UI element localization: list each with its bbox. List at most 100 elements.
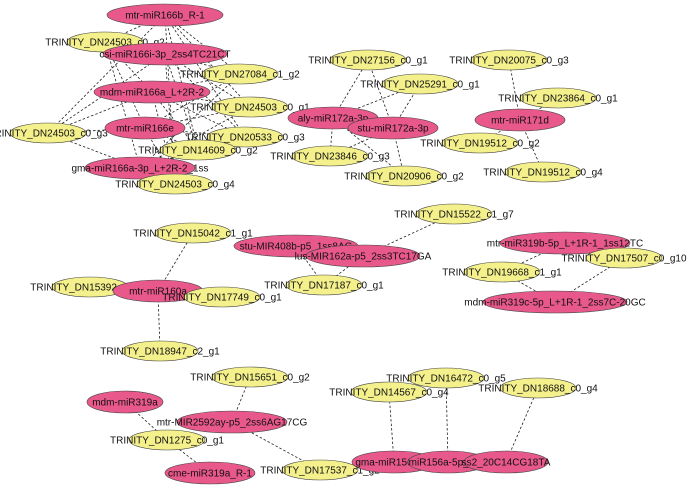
- node-ellipse: [86, 390, 164, 414]
- node-ellipse: [305, 244, 421, 268]
- node-ellipse: [211, 366, 289, 388]
- node-ellipse: [121, 340, 199, 362]
- transcript-node-t27[interactable]: TRINITY_DN18688_c0_g4: [478, 377, 598, 399]
- node-label: TRINITY_DN20906_c0_g2: [344, 172, 464, 183]
- edge-m18-t26: [445, 377, 449, 463]
- transcript-node-t19[interactable]: TRINITY_DN18947_c2_g1: [100, 340, 220, 362]
- transcript-node-t25[interactable]: TRINITY_DN14567_c0_g4: [329, 381, 449, 403]
- mirna-node-m1[interactable]: mtr-miR166b_R-1: [106, 3, 224, 27]
- mirna-node-m12[interactable]: mtr-miR319b-5p_L+1R-1_1ss12TC: [487, 231, 643, 255]
- node-ellipse: [347, 116, 439, 140]
- node-ellipse: [291, 145, 369, 167]
- transcript-node-t21[interactable]: TRINITY_DN17187_c0_g1: [264, 274, 384, 296]
- node-label: stu-miR172a-3p: [357, 124, 429, 135]
- node-label: mtr-miR160a: [129, 287, 187, 298]
- node-label: TRINITY_DN19512_c0_g2: [420, 139, 540, 150]
- mirna-node-m7[interactable]: stu-miR172a-3p: [347, 116, 439, 140]
- transcript-node-t26[interactable]: TRINITY_DN16472_c0_g5: [386, 367, 506, 389]
- mirna-node-m13[interactable]: mdm-miR319c-5p_L+1R-1_2ss7C-20GC: [464, 290, 646, 314]
- transcript-node-t16[interactable]: TRINITY_DN15042_c1_g1: [133, 222, 253, 244]
- transcript-node-t5[interactable]: TRINITY_DN20533_c0_g3: [185, 126, 305, 148]
- node-label: miR156a-5p_R+1: [409, 458, 488, 469]
- transcript-node-t4[interactable]: TRINITY_DN24503_c0_g3: [0, 122, 108, 144]
- node-label: csi-miR166i-3p_2ss4TC21CT: [99, 50, 230, 61]
- node-ellipse: [9, 122, 87, 144]
- node-ellipse: [504, 161, 582, 183]
- mirna-node-m8[interactable]: mtr-miR171d: [474, 108, 566, 132]
- node-label: TRINITY_DN16472_c0_g5: [386, 374, 506, 385]
- transcript-node-t12[interactable]: TRINITY_DN20075_c0_g3: [449, 49, 569, 71]
- mirna-node-m16[interactable]: cme-miR319a_R-1: [164, 461, 256, 485]
- edge-m5-t2: [139, 73, 241, 169]
- node-ellipse: [84, 156, 196, 180]
- node-ellipse: [350, 381, 428, 403]
- transcript-node-t8[interactable]: TRINITY_DN27156_c0_g1: [308, 49, 428, 71]
- node-ellipse: [415, 203, 493, 225]
- node-label: TRINITY_DN15651_c0_g2: [190, 373, 310, 384]
- transcript-node-t6[interactable]: TRINITY_DN14609_c0_g2: [138, 139, 258, 161]
- mirna-node-m5[interactable]: gma-miR166a-3p_L+2R-2_1ss: [71, 156, 209, 180]
- mirna-node-m11[interactable]: lus-MIR162a-p5_2ss3TC17GA: [295, 244, 432, 268]
- edge-m2-t6: [164, 53, 199, 151]
- transcript-node-t24[interactable]: TRINITY_DN15651_c0_g2: [190, 366, 310, 388]
- node-label: mdm-miR319a: [92, 398, 158, 409]
- node-label: TRINITY_DN15042_c1_g1: [133, 229, 253, 240]
- node-ellipse: [585, 247, 663, 269]
- transcript-node-t14[interactable]: TRINITY_DN19512_c0_g2: [420, 132, 540, 154]
- mirna-node-m19[interactable]: ss2_20C14CG18TA: [462, 450, 551, 474]
- transcript-node-t15[interactable]: TRINITY_DN19512_c0_g4: [483, 161, 603, 183]
- transcript-node-t22[interactable]: TRINITY_DN19668_c1_g1: [442, 261, 562, 283]
- node-label: TRINITY_DN20533_c0_g3: [185, 133, 305, 144]
- transcript-node-t9[interactable]: TRINITY_DN25291_c0_g1: [360, 73, 480, 95]
- edge-m15-t29: [231, 421, 321, 471]
- node-ellipse: [159, 139, 237, 161]
- edge-m10-t21: [295, 245, 325, 286]
- node-label: TRINITY_DN19512_c0_g4: [483, 168, 603, 179]
- transcript-node-t13[interactable]: TRINITY_DN23864_c0_g1: [498, 87, 618, 109]
- node-ellipse: [474, 108, 566, 132]
- mirna-node-m15[interactable]: mtr-MIR2592ay-p5_2ss6AG17CG: [157, 410, 308, 434]
- node-ellipse: [519, 87, 597, 109]
- mirna-node-m4[interactable]: mtr-miR166e: [104, 116, 186, 140]
- mirna-node-m2[interactable]: csi-miR166i-3p_2ss4TC21CT: [99, 42, 231, 66]
- mirna-node-m3[interactable]: mdm-miR166a_L+2R-2: [93, 80, 211, 104]
- node-ellipse: [211, 96, 289, 118]
- node-ellipse: [201, 63, 279, 85]
- node-ellipse: [441, 132, 519, 154]
- node-label: TRINITY_DN18947_c2_g1: [100, 347, 220, 358]
- edge-m7-t8: [367, 59, 394, 129]
- node-label: TRINITY_DN27084_c1_g2: [180, 70, 300, 81]
- transcript-node-t18[interactable]: TRINITY_DN17749_c0_g1: [162, 286, 282, 308]
- transcript-node-t20[interactable]: TRINITY_DN15522_c1_g7: [394, 203, 514, 225]
- node-ellipse: [482, 290, 628, 314]
- transcript-node-t3[interactable]: TRINITY_DN24503_c0_g1: [190, 96, 310, 118]
- transcript-node-t7[interactable]: TRINITY_DN24503_c0_g4: [115, 173, 235, 195]
- node-ellipse: [285, 274, 363, 296]
- node-label: TRINITY_DN27156_c0_g1: [308, 56, 428, 67]
- transcript-node-t10[interactable]: TRINITY_DN23846_c0_g3: [270, 145, 390, 167]
- node-ellipse: [407, 367, 485, 389]
- transcript-node-t2[interactable]: TRINITY_DN27084_c1_g2: [180, 63, 300, 85]
- node-label: mtr-miR166b_R-1: [125, 11, 205, 22]
- node-label: mdm-miR319c-5p_L+1R-1_2ss7C-20GC: [464, 298, 645, 309]
- node-label: TRINITY_DN1275_c0_g1: [110, 436, 224, 447]
- edge-m1-t4: [47, 14, 166, 134]
- mirna-node-m18[interactable]: miR156a-5p_R+1: [407, 450, 489, 474]
- transcript-node-t11[interactable]: TRINITY_DN20906_c0_g2: [344, 165, 464, 187]
- transcript-node-t29[interactable]: TRINITY_DN17537_c1_g2: [260, 459, 380, 481]
- node-ellipse: [463, 261, 541, 283]
- edge-m5-t1: [104, 41, 141, 169]
- node-ellipse: [106, 3, 224, 27]
- node-ellipse: [102, 42, 228, 66]
- mirna-node-m14[interactable]: mdm-miR319a: [86, 390, 164, 414]
- node-label: ss2_20C14CG18TA: [462, 458, 551, 469]
- node-ellipse: [381, 73, 459, 95]
- node-label: TRINITY_DN17749_c0_g1: [162, 293, 282, 304]
- node-label: mtr-MIR2592ay-p5_2ss6AG17CG: [157, 418, 308, 429]
- transcript-node-t23[interactable]: TRINITY_DN17507_c0_g10: [561, 247, 687, 269]
- node-ellipse: [93, 80, 211, 104]
- edge-m1-t3: [164, 14, 251, 108]
- node-label: TRINITY_DN15392_c1_g1: [30, 283, 150, 294]
- transcript-node-t28[interactable]: TRINITY_DN1275_c0_g1: [110, 429, 224, 451]
